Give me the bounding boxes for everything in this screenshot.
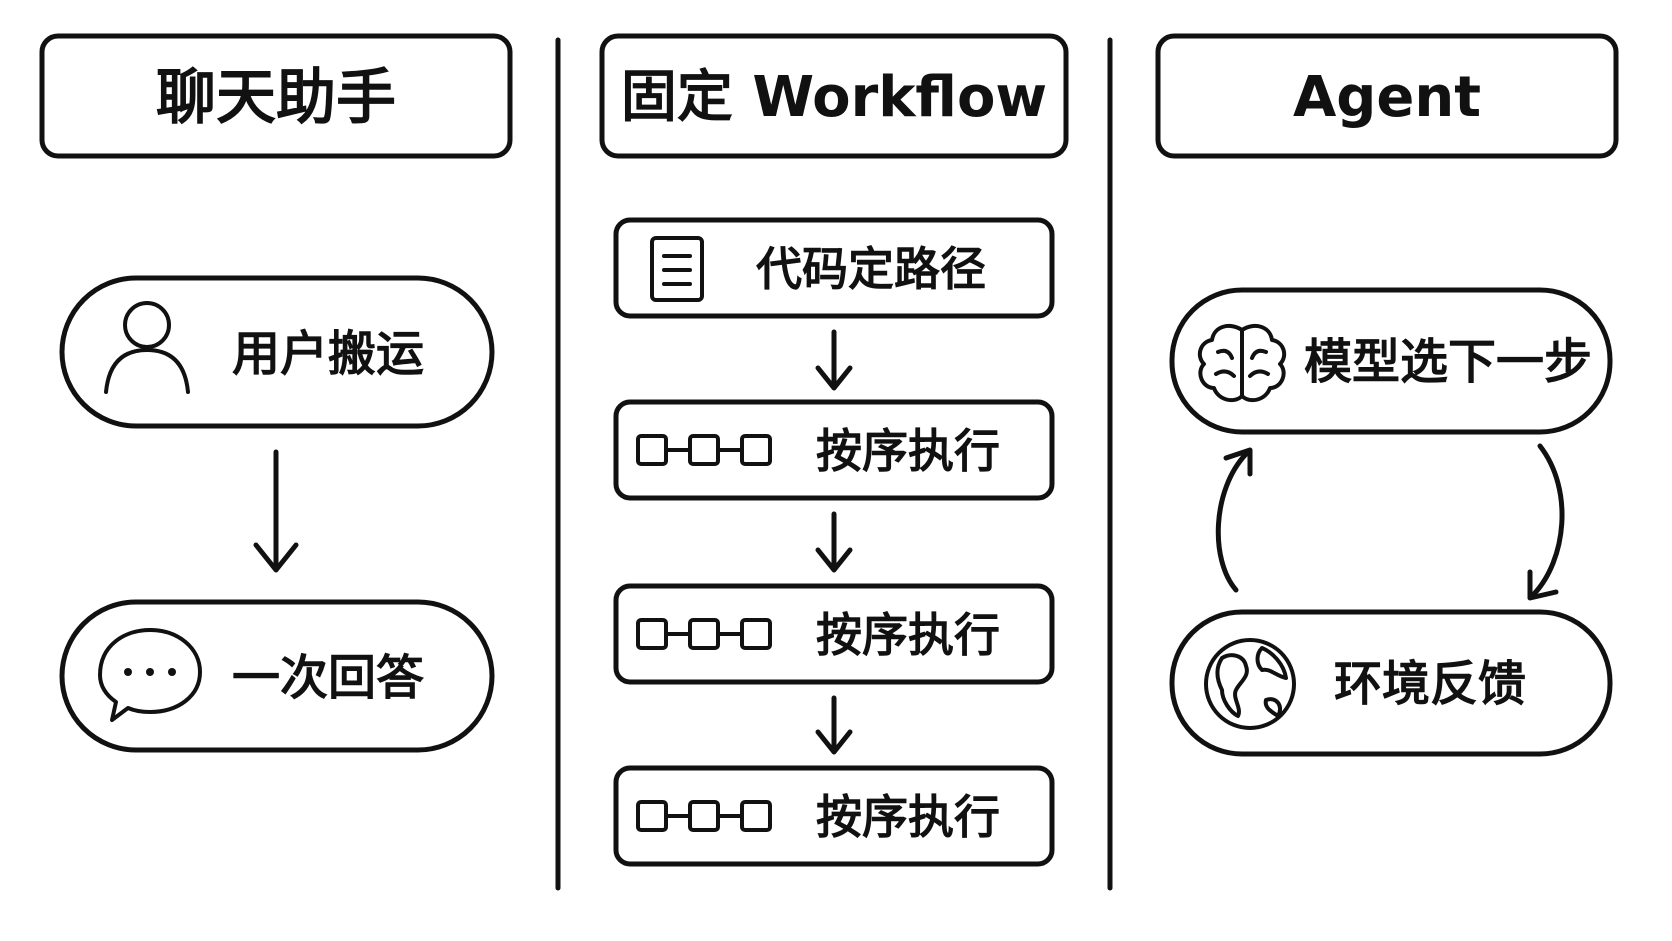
brain-icon xyxy=(1197,323,1287,403)
cycle-arrow-up xyxy=(1215,447,1253,593)
step-label: 按序执行 xyxy=(816,790,1000,844)
chain-icon xyxy=(636,800,772,832)
title-box-agent: Agent xyxy=(1155,33,1619,159)
node-label: 模型选下一步 xyxy=(1304,334,1592,390)
cycle-arrow-down xyxy=(1527,443,1565,601)
globe-icon xyxy=(1204,638,1296,730)
arrow-down xyxy=(815,329,853,391)
chain-icon xyxy=(636,618,772,650)
title-box-chat-assistant: 聊天助手 xyxy=(39,33,513,159)
step-label: 按序执行 xyxy=(816,424,1000,478)
node-user-relay: 用户搬运 xyxy=(59,275,495,429)
chat-bubble-icon xyxy=(98,628,202,722)
arrow-down xyxy=(815,695,853,755)
document-icon xyxy=(650,236,704,302)
title-box-fixed-workflow: 固定 Workflow xyxy=(599,33,1069,159)
arrow-down xyxy=(815,511,853,573)
node-environment-feedback: 环境反馈 xyxy=(1169,609,1613,757)
node-single-answer: 一次回答 xyxy=(59,599,495,753)
title-agent: Agent xyxy=(1293,65,1481,130)
column-fixed-workflow: 固定 Workflow 代码定路径 xyxy=(599,33,1069,867)
user-icon xyxy=(104,301,190,394)
step-label: 代码定路径 xyxy=(755,242,986,296)
node-sequential-step: 按序执行 xyxy=(613,583,1055,685)
node-label: 用户搬运 xyxy=(232,326,424,382)
column-chat-assistant: 聊天助手 用户搬运 一次回答 xyxy=(39,33,513,753)
node-code-defined-path: 代码定路径 xyxy=(613,217,1055,319)
column-agent: Agent 模型选下一步 xyxy=(1155,33,1619,757)
step-label: 按序执行 xyxy=(816,608,1000,662)
node-sequential-step: 按序执行 xyxy=(613,765,1055,867)
node-model-picks-next-step: 模型选下一步 xyxy=(1169,287,1613,435)
chain-icon xyxy=(636,434,772,466)
node-sequential-step: 按序执行 xyxy=(613,399,1055,501)
node-label: 一次回答 xyxy=(232,650,425,706)
arrow-down xyxy=(253,449,299,573)
title-chat-assistant: 聊天助手 xyxy=(156,63,396,133)
node-label: 环境反馈 xyxy=(1334,656,1526,712)
title-fixed-workflow: 固定 Workflow xyxy=(621,65,1047,130)
